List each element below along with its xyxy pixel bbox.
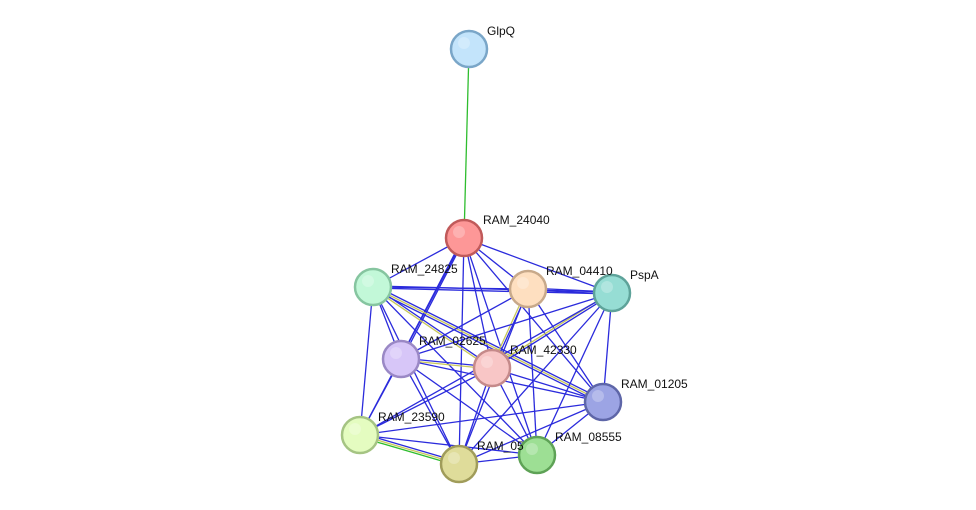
node-RAM_42330[interactable]	[472, 348, 512, 388]
node-RAM_08555[interactable]	[517, 435, 557, 475]
node-highlight-RAM_04410	[517, 277, 529, 289]
node-label-RAM_05: RAM_05	[477, 439, 524, 453]
edge-RAM_24825-RAM_23590	[359, 286, 374, 436]
node-circle-PspA[interactable]	[592, 273, 632, 313]
edge-RAM_02625-RAM_05	[400, 358, 460, 465]
node-highlight-GlpQ	[458, 37, 470, 49]
node-label-GlpQ: GlpQ	[487, 24, 515, 38]
node-highlight-RAM_05	[448, 452, 460, 464]
node-RAM_23590[interactable]	[340, 415, 380, 455]
edge-RAM_24825-PspA	[372, 287, 612, 295]
edge-RAM_23590-RAM_08555	[359, 434, 538, 456]
edge-PspA-RAM_08555	[536, 292, 613, 456]
node-highlight-RAM_02625	[390, 347, 402, 359]
edge-RAM_24825-RAM_01205	[371, 288, 603, 405]
edge-PspA-RAM_02625	[400, 292, 613, 360]
node-label-RAM_24040: RAM_24040	[483, 213, 550, 227]
node-highlight-RAM_42330	[481, 356, 493, 368]
edge-RAM_24825-PspA	[373, 285, 613, 293]
node-label-PspA: PspA	[630, 268, 659, 282]
edge-RAM_24040-RAM_01205	[463, 237, 604, 403]
edge-RAM_24825-RAM_42330	[372, 287, 492, 370]
node-circle-RAM_04410[interactable]	[508, 269, 548, 309]
node-highlight-PspA	[601, 281, 613, 293]
node-circle-RAM_01205[interactable]	[583, 382, 623, 422]
node-circle-RAM_05[interactable]	[439, 444, 479, 484]
node-label-RAM_01205: RAM_01205	[621, 377, 688, 391]
node-label-RAM_04410: RAM_04410	[546, 264, 613, 278]
node-circle-RAM_02625[interactable]	[381, 339, 421, 379]
edge-PspA-RAM_05	[458, 292, 613, 465]
edge-RAM_04410-RAM_08555	[527, 288, 538, 456]
edge-RAM_02625-RAM_08555	[400, 358, 538, 456]
node-GlpQ[interactable]	[449, 29, 489, 69]
node-label-RAM_24825: RAM_24825	[391, 262, 458, 276]
node-label-RAM_02625: RAM_02625	[419, 334, 486, 348]
edge-RAM_24825-RAM_01205	[373, 284, 605, 401]
node-circle-RAM_24825[interactable]	[353, 267, 393, 307]
edge-RAM_42330-RAM_23590	[359, 367, 493, 436]
edge-RAM_42330-RAM_01205	[491, 367, 604, 403]
node-highlight-RAM_23590	[349, 423, 361, 435]
edges-layer	[359, 48, 613, 467]
node-label-RAM_42330: RAM_42330	[510, 343, 577, 357]
edge-GlpQ-RAM_24040	[463, 48, 470, 239]
nodes-layer	[340, 29, 632, 484]
edge-RAM_24825-RAM_01205	[372, 286, 604, 403]
node-RAM_24825[interactable]	[353, 267, 393, 307]
node-RAM_05[interactable]	[439, 444, 479, 484]
node-highlight-RAM_24825	[362, 275, 374, 287]
node-highlight-RAM_08555	[526, 443, 538, 455]
edge-RAM_01205-RAM_23590	[359, 401, 604, 436]
edge-PspA-RAM_42330	[492, 293, 613, 370]
node-label-RAM_23590: RAM_23590	[378, 410, 445, 424]
node-circle-RAM_24040[interactable]	[444, 218, 484, 258]
node-PspA[interactable]	[592, 273, 632, 313]
node-circle-RAM_08555[interactable]	[517, 435, 557, 475]
node-circle-RAM_42330[interactable]	[472, 348, 512, 388]
node-RAM_04410[interactable]	[508, 269, 548, 309]
node-highlight-RAM_01205	[592, 390, 604, 402]
node-highlight-RAM_24040	[453, 226, 465, 238]
node-label-RAM_08555: RAM_08555	[555, 430, 622, 444]
edge-RAM_24040-RAM_02625	[401, 238, 466, 360]
node-RAM_24040[interactable]	[444, 218, 484, 258]
edge-RAM_01205-RAM_05	[458, 401, 604, 465]
edge-RAM_24040-RAM_05	[458, 237, 465, 465]
edge-RAM_24825-RAM_05	[372, 286, 460, 465]
node-RAM_01205[interactable]	[583, 382, 623, 422]
node-circle-RAM_23590[interactable]	[340, 415, 380, 455]
node-RAM_02625[interactable]	[381, 339, 421, 379]
edge-RAM_04410-RAM_02625	[400, 288, 529, 360]
edge-RAM_24040-PspA	[463, 237, 613, 294]
node-circle-GlpQ[interactable]	[449, 29, 489, 69]
